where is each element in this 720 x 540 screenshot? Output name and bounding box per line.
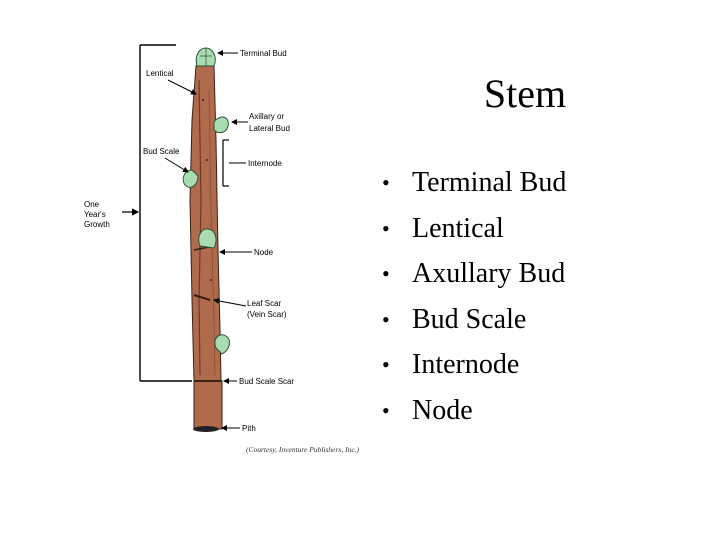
label-internode: Internode: [248, 159, 282, 168]
label-bud-scale: Bud Scale: [143, 147, 180, 156]
label-terminal-bud: Terminal Bud: [240, 49, 287, 58]
slide-title: Stem: [483, 71, 567, 116]
bullet-text: Internode: [412, 349, 520, 380]
bullet-text: Lentical: [412, 212, 504, 244]
internode-bracket: [222, 139, 246, 187]
label-growth-line2: Year's: [84, 210, 106, 219]
one-years-growth-bracket: [122, 44, 192, 382]
label-axillary-line1: Axillary or: [249, 112, 284, 121]
label-bud-scale-scar: Bud Scale Scar: [239, 377, 294, 386]
bullet-dot-icon: •: [382, 397, 390, 423]
image-credit: (Courtesy, Inventure Publishers, Inc.): [246, 445, 360, 454]
label-growth-line3: Growth: [84, 220, 110, 229]
bullet-text: Terminal Bud: [412, 167, 567, 198]
label-leaf-scar-line2: (Vein Scar): [247, 310, 287, 319]
bullet-item: • Node: [380, 388, 566, 434]
bullet-text: Node: [412, 394, 473, 426]
bullet-dot-icon: •: [382, 215, 390, 241]
bullet-list: • Terminal Bud • Lentical • Axullary Bud • B…: [380, 160, 566, 433]
label-axillary-line2: Lateral Bud: [249, 124, 290, 133]
lower-bud: [214, 334, 230, 355]
label-lentical: Lentical: [146, 69, 174, 78]
pointer-lines: [164, 50, 252, 431]
bullet-item: • Internode: [380, 342, 566, 388]
terminal-bud: [195, 47, 216, 67]
label-leaf-scar-line1: Leaf Scar: [247, 299, 282, 308]
bullet-text: Bud Scale: [412, 303, 527, 335]
axillary-bud: [213, 116, 229, 134]
node-bud: [198, 228, 217, 249]
bullet-dot-icon: •: [382, 261, 390, 286]
bud-scale-bud: [182, 169, 199, 188]
bullet-dot-icon: •: [382, 170, 390, 195]
bullet-text: Axullary Bud: [412, 258, 566, 289]
bullet-item: • Axullary Bud: [380, 251, 566, 297]
bullet-dot-icon: •: [382, 306, 390, 332]
stem-diagram: Terminal Bud Lentical Axillary or Latera…: [84, 44, 360, 454]
bullet-item: • Lentical: [380, 206, 566, 252]
label-growth-line1: One: [84, 200, 100, 209]
bullet-item: • Bud Scale: [380, 297, 566, 343]
bullet-item: • Terminal Bud: [380, 160, 566, 206]
label-pith: Pith: [242, 424, 256, 433]
bullet-dot-icon: •: [382, 352, 390, 377]
label-node: Node: [254, 248, 274, 257]
